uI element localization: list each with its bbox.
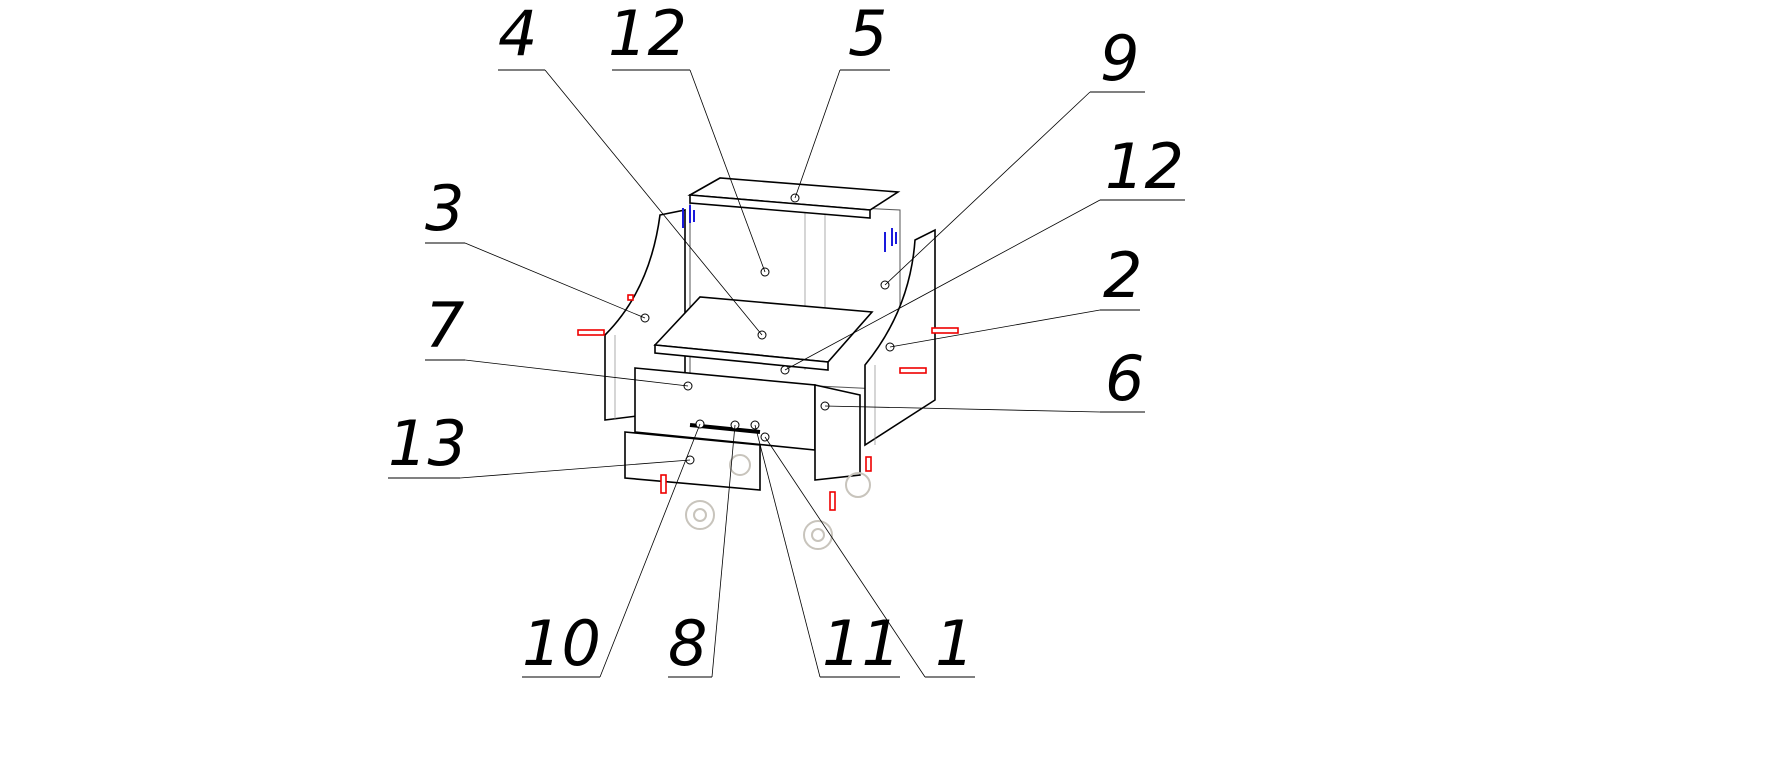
callout-2: 2 [889, 239, 1142, 348]
callout-label: 4 [498, 0, 537, 70]
callout-label: 2 [1103, 239, 1142, 312]
callout-3: 3 [425, 172, 646, 319]
callout-label: 3 [425, 172, 464, 245]
hinge-left [682, 205, 695, 228]
callout-8: 8 [668, 424, 736, 680]
callout-label: 8 [668, 607, 707, 680]
callout-label: 13 [388, 407, 467, 480]
top-panel-edge [689, 194, 871, 219]
casters [685, 454, 871, 550]
callout-11: 11 [754, 424, 901, 680]
callout-12-right: 12 [784, 130, 1185, 371]
callout-7: 7 [425, 289, 689, 387]
shelf-edge [654, 344, 829, 371]
callout-5: 5 [794, 0, 890, 199]
callout-4: 4 [498, 0, 763, 336]
callout-6: 6 [824, 342, 1145, 415]
right-side-panel [864, 228, 936, 447]
callout-13: 13 [388, 407, 691, 480]
callout-label: 10 [522, 607, 601, 680]
callout-9: 9 [884, 22, 1145, 286]
hinge-right [884, 228, 897, 252]
cabinet-drawing [577, 177, 959, 550]
callout-10: 10 [522, 423, 701, 680]
callout-label: 9 [1100, 22, 1139, 95]
callout-label: 6 [1105, 342, 1144, 415]
drawer-side [814, 384, 861, 481]
callout-1: 1 [764, 436, 975, 680]
callout-label: 5 [848, 0, 887, 70]
callout-label: 12 [608, 0, 687, 70]
callout-label: 1 [935, 607, 974, 680]
callout-label: 7 [425, 289, 464, 362]
fasteners [577, 294, 959, 511]
callout-label: 12 [1105, 130, 1184, 203]
callout-12-top: 12 [608, 0, 766, 273]
callout-label: 11 [822, 607, 901, 680]
